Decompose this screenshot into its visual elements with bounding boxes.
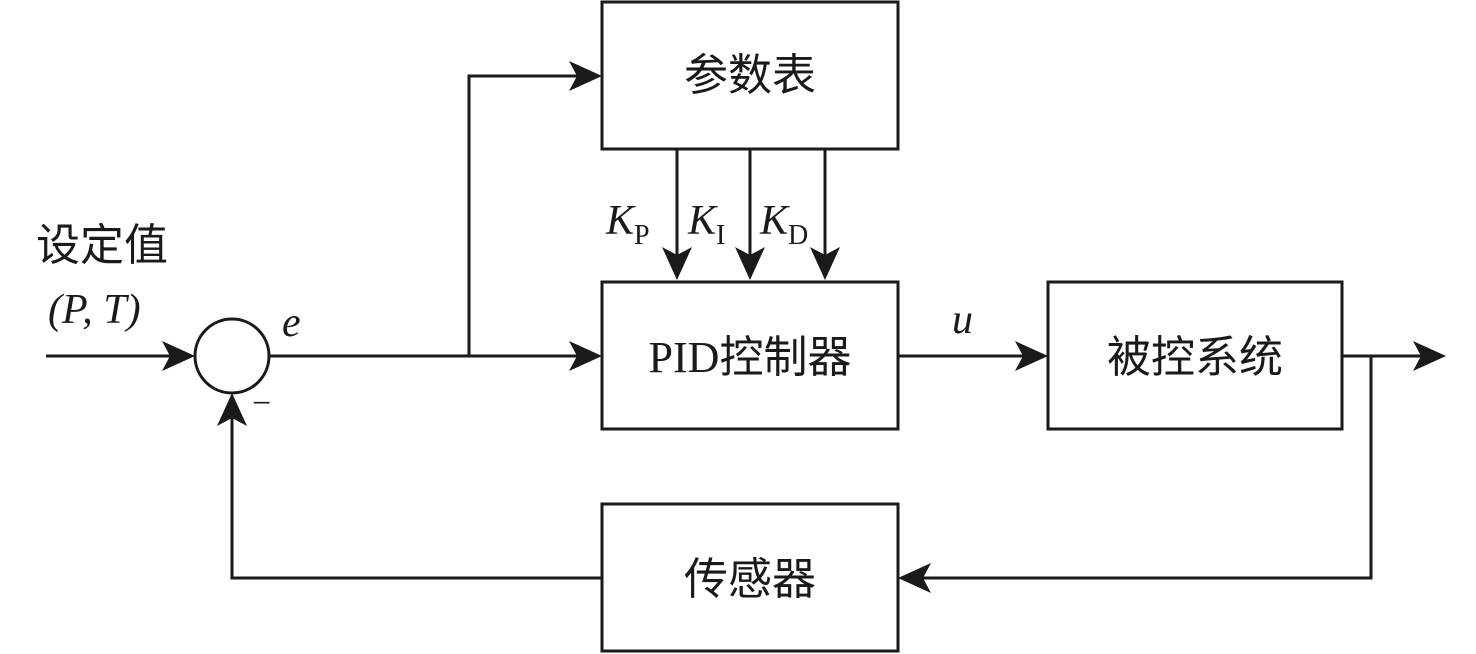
plant-block: 被控系统: [1046, 280, 1344, 431]
pid-controller-label-suffix: 控制器: [719, 332, 851, 383]
setpoint-label: 设定值: [36, 220, 168, 271]
setpoint-input-arrow: [46, 341, 195, 371]
pid-controller-label: PID控制器: [649, 332, 852, 383]
minus-sign: −: [252, 385, 271, 422]
gain-arrow-ki: [735, 149, 765, 280]
control-signal-arrow: [898, 341, 1048, 371]
gain-kp-symbol: K: [605, 198, 636, 244]
gain-kd-subscript: D: [788, 220, 808, 251]
sensor-block: 传感器: [600, 502, 900, 653]
error-branch-to-param-table: [467, 61, 602, 356]
gain-label-kd: KD: [759, 198, 808, 251]
setpoint-vars-text: (P, T): [48, 287, 141, 333]
plant-label: 被控系统: [1107, 332, 1283, 383]
gain-ki-symbol: K: [687, 198, 718, 244]
gain-kd-symbol: K: [759, 198, 790, 244]
gain-ki-subscript: I: [716, 220, 725, 251]
pid-controller-label-prefix: PID: [649, 333, 720, 382]
error-signal-line: [269, 341, 602, 371]
feedback-to-junction: [217, 393, 602, 580]
gain-arrow-kd: [810, 149, 840, 280]
gain-kp-subscript: P: [634, 220, 650, 251]
gain-label-ki: KI: [687, 198, 725, 251]
summing-junction: [193, 317, 271, 395]
output-arrow: [1342, 341, 1446, 371]
param-table-label: 参数表: [684, 50, 816, 101]
control-signal-label: u: [952, 297, 973, 343]
setpoint-vars-label: (P, T): [48, 287, 141, 333]
param-table-block: 参数表: [600, 0, 900, 151]
sensor-label: 传感器: [684, 554, 816, 605]
gain-arrow-kp: [662, 149, 692, 280]
gain-label-kp: KP: [605, 198, 650, 251]
error-label: e: [282, 300, 301, 346]
pid-controller-block: PID控制器: [600, 280, 900, 431]
feedback-to-sensor: [898, 356, 1373, 593]
